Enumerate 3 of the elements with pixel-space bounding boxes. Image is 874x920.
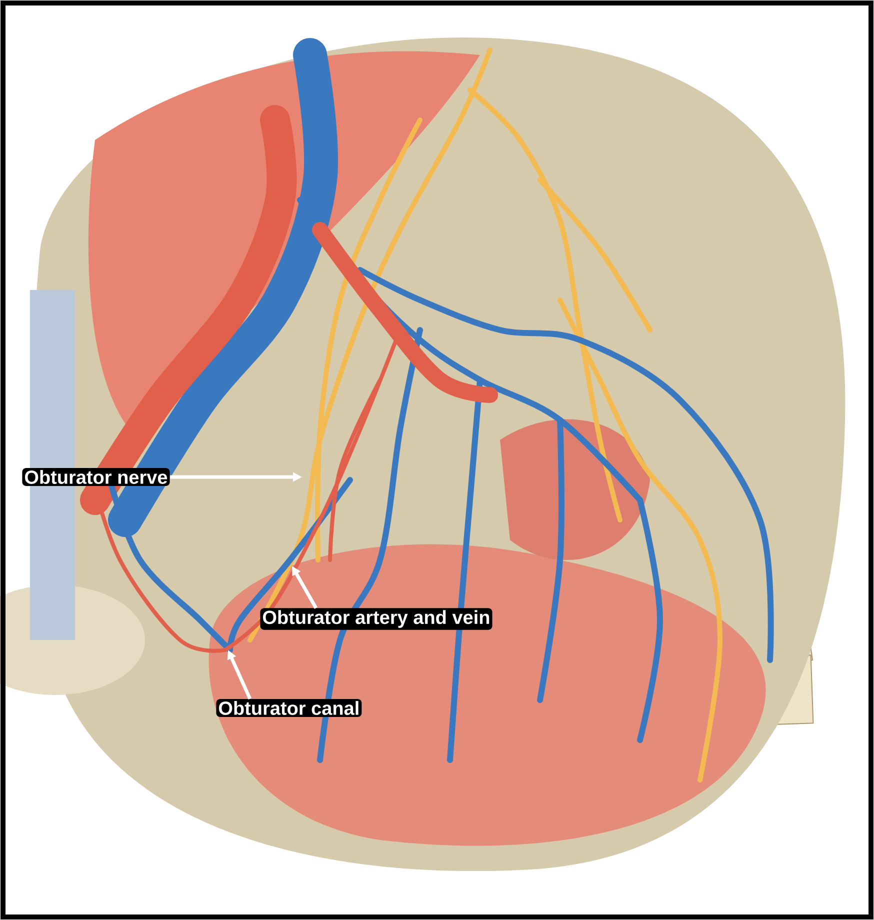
label-text: Obturator nerve bbox=[22, 468, 170, 486]
label-text: Obturator canal bbox=[216, 699, 362, 717]
label-text: Obturator artery and vein bbox=[260, 608, 492, 630]
